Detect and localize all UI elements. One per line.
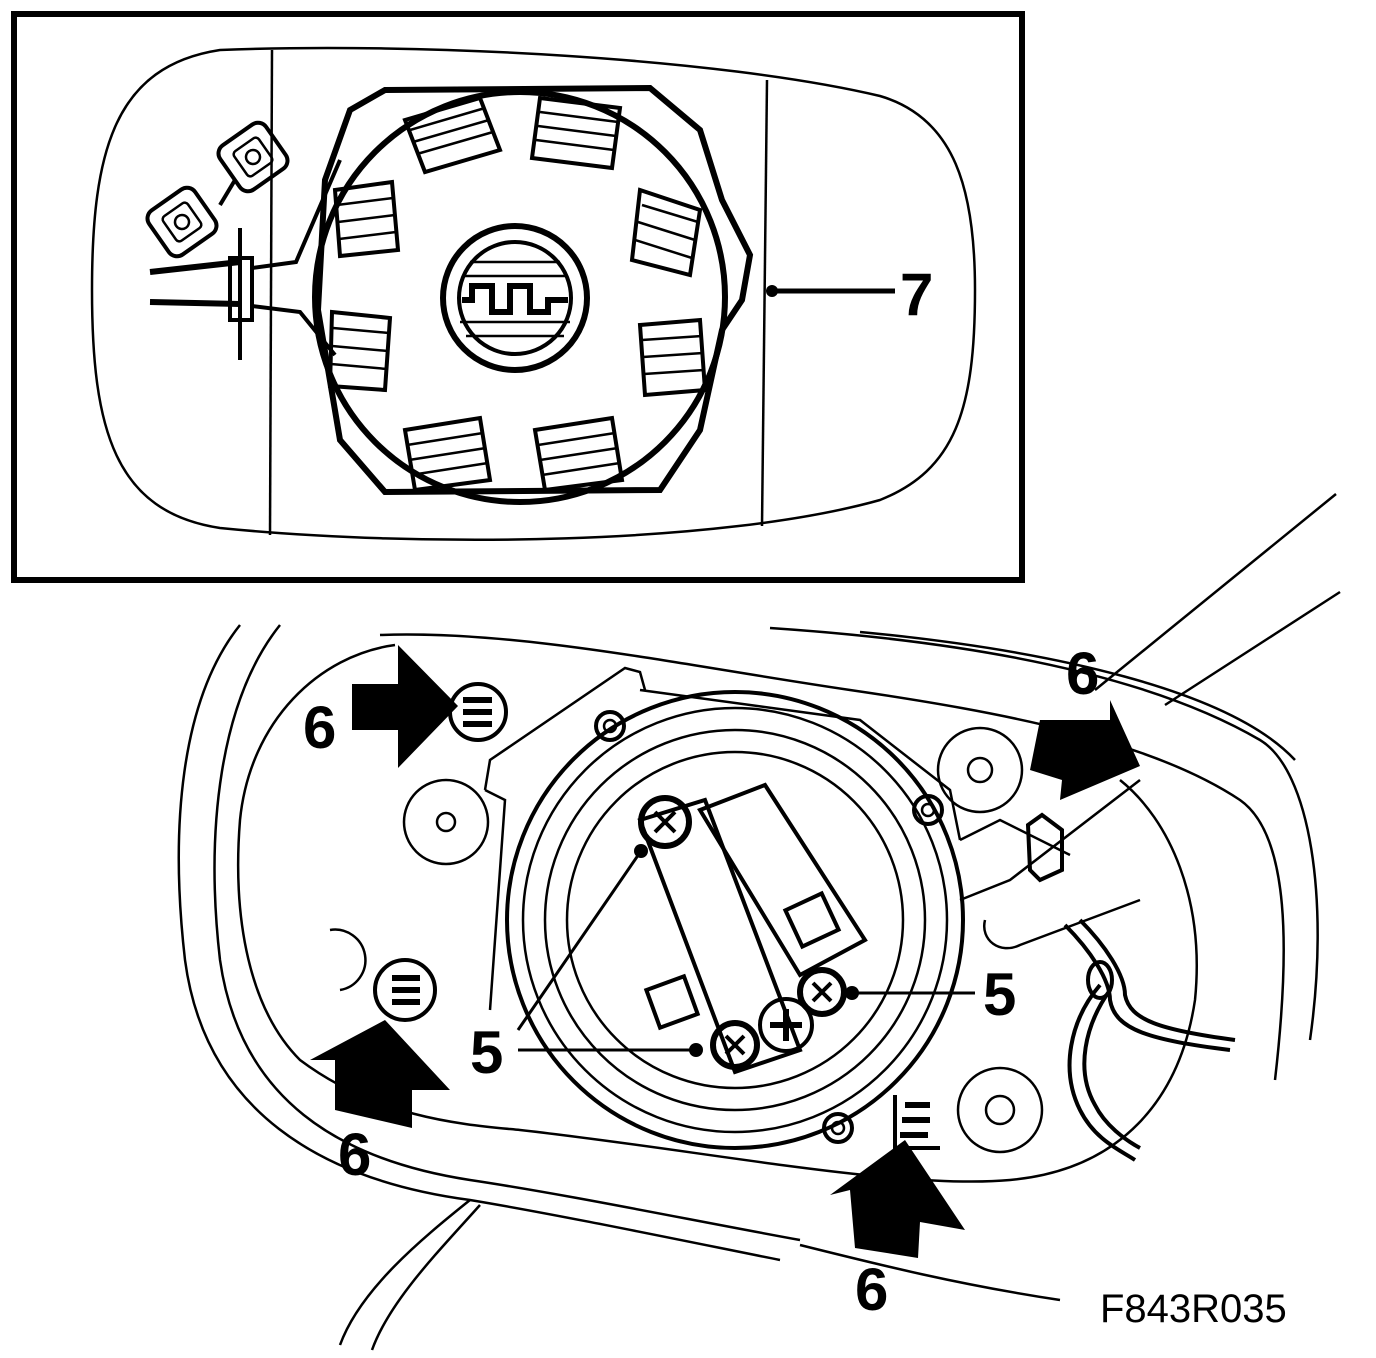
inset-frame — [11, 11, 1025, 583]
callout-6-top-left: 6 — [303, 694, 336, 761]
callout-6-top-right: 6 — [1066, 640, 1099, 707]
screw-lower-left — [710, 1020, 760, 1070]
screw-upper — [638, 795, 692, 849]
backplate — [236, 643, 1198, 1183]
glass-divider-left — [268, 49, 274, 536]
motor-plate-outline — [314, 84, 754, 496]
adjuster-motor — [505, 688, 1141, 1150]
callout-6-bottom-left: 6 — [338, 1121, 371, 1188]
screw-right — [797, 967, 847, 1017]
arrow-top-left — [352, 645, 458, 768]
figure-code: F843R035 — [1100, 1287, 1287, 1331]
glass-outline — [90, 46, 977, 542]
motor-plate-ring — [312, 89, 728, 505]
inset-mirror-glass: 7 — [11, 11, 1025, 583]
wiring-harness — [1063, 918, 1236, 1162]
arrow-bottom-mid — [830, 1140, 965, 1258]
callout-5-right: 5 — [983, 961, 1016, 1028]
plate-tabs — [327, 95, 708, 493]
arrow-bottom-left — [310, 1020, 450, 1128]
center-hub — [440, 223, 590, 373]
glass-divider-right — [760, 79, 769, 527]
housing-outer — [177, 624, 781, 1262]
housing-view: 6 6 6 6 5 5 — [177, 493, 1341, 1351]
callouts-5 — [516, 844, 975, 1057]
callout-6-bottom-mid: 6 — [855, 1256, 888, 1323]
arrows-clip-positions — [310, 645, 1140, 1258]
heater-terminals — [145, 120, 342, 360]
callout-5-left: 5 — [470, 1019, 503, 1086]
arrow-top-right — [1030, 700, 1140, 800]
callout-7-label: 7 — [900, 261, 933, 328]
